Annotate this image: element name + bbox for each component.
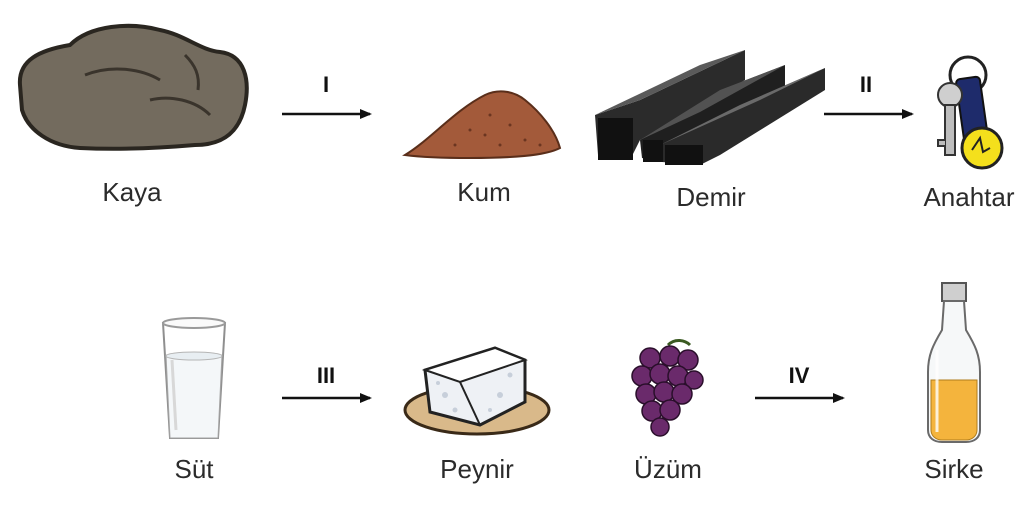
label-kaya: Kaya — [102, 177, 162, 207]
label-anahtar: Anahtar — [923, 182, 1015, 212]
arrow-label-II: II — [859, 72, 873, 97]
cheese-icon — [403, 346, 551, 436]
label-sirke: Sirke — [924, 454, 984, 484]
label-kum: Kum — [457, 177, 511, 207]
label-peynir: Peynir — [440, 454, 514, 484]
iron-bars-icon — [595, 50, 825, 165]
rock-icon — [17, 23, 249, 151]
grapes-icon — [631, 339, 704, 437]
label-demir: Demir — [676, 182, 746, 212]
label-sut: Süt — [174, 454, 214, 484]
arrow-label-III: III — [316, 363, 336, 388]
key-icon — [937, 55, 1004, 170]
vinegar-bottle-icon — [927, 282, 981, 443]
milk-glass-icon — [161, 317, 227, 439]
sand-icon — [402, 90, 562, 160]
arrow-label-IV: IV — [788, 363, 810, 388]
arrow-label-I: I — [322, 72, 330, 97]
label-uzum: Üzüm — [634, 454, 702, 484]
